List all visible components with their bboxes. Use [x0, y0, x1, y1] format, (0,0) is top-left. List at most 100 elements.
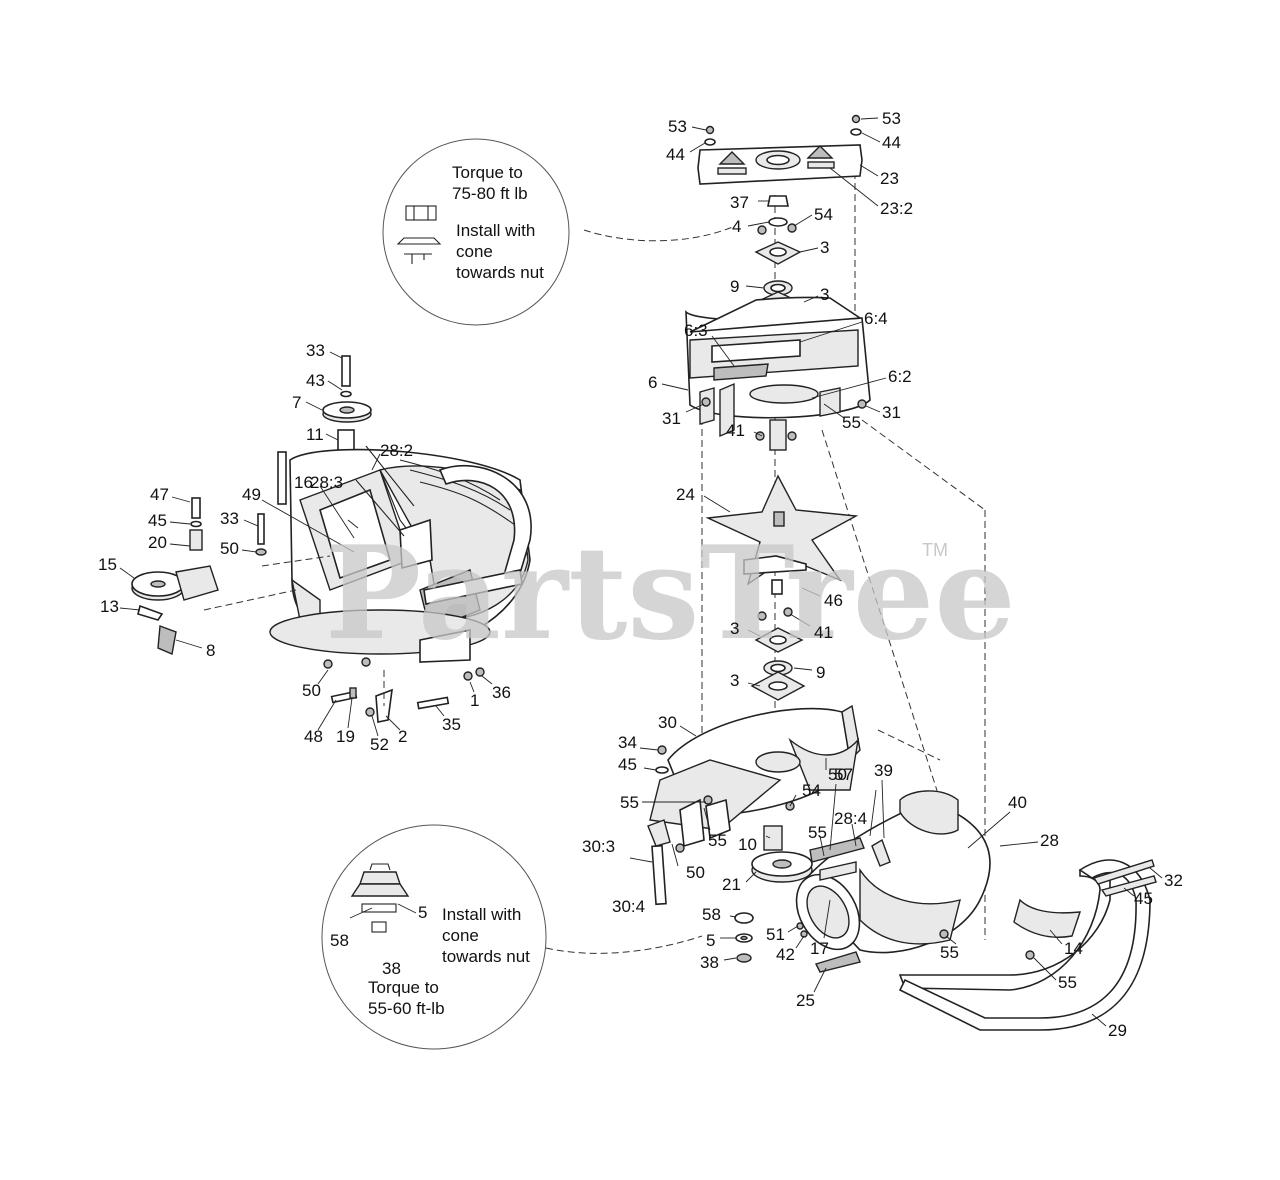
callout-45: 45 — [1134, 889, 1153, 908]
callout-55: 55 — [620, 793, 639, 812]
callout-9: 9 — [816, 663, 825, 682]
right-assembly — [629, 114, 1157, 1031]
callout-31: 31 — [662, 409, 681, 428]
detail-circle-bottom: 5 58 38 Install with cone towards nut To… — [321, 824, 703, 1050]
note-torque-label: Torque to — [452, 163, 523, 182]
note-torque-label: Torque to — [368, 978, 439, 997]
callout-44: 44 — [666, 145, 685, 164]
callout-45: 45 — [618, 755, 637, 774]
callout-50: 50 — [686, 863, 705, 882]
callout-23-2: 23:2 — [880, 199, 913, 218]
note-install-line3: towards nut — [442, 947, 530, 966]
callout-39: 39 — [874, 761, 893, 780]
callout-42: 42 — [776, 945, 795, 964]
callout-41: 41 — [726, 421, 745, 440]
note-install-line2: cone — [456, 242, 493, 261]
callout-50: 50 — [828, 765, 847, 784]
callout-47: 47 — [150, 485, 169, 504]
callout-6-2: 6:2 — [888, 367, 912, 386]
callout-52: 52 — [370, 735, 389, 754]
callout-15: 15 — [98, 555, 117, 574]
callout-54: 54 — [802, 781, 821, 800]
callout-58: 58 — [702, 905, 721, 924]
callout-24: 24 — [676, 485, 695, 504]
callout-33: 33 — [220, 509, 239, 528]
callout-9: 9 — [730, 277, 739, 296]
detail-circle-top: Torque to 75-80 ft lb Install with cone … — [382, 138, 736, 326]
callout-30-4: 30:4 — [612, 897, 645, 916]
washer-icon — [361, 903, 397, 913]
callout-50: 50 — [220, 539, 239, 558]
handle-29 — [898, 867, 1111, 991]
callout-19: 19 — [336, 727, 355, 746]
callout-37: 37 — [730, 193, 749, 212]
callout-55: 55 — [708, 831, 727, 850]
callout-57: 57 — [834, 765, 853, 784]
note-install-line1: Install with — [456, 221, 535, 240]
callout-28-3: 28:3 — [310, 473, 343, 492]
callout-13: 13 — [100, 597, 119, 616]
callout-51: 51 — [766, 925, 785, 944]
callout-33: 33 — [306, 341, 325, 360]
callout-7: 7 — [292, 393, 301, 412]
callout-32: 32 — [1164, 871, 1183, 890]
callout-2: 2 — [398, 727, 407, 746]
callouts: 53 44 53 44 23 23:2 37 4 54 3 9 3 6:3 6:… — [98, 109, 1183, 1040]
callout-55: 55 — [1058, 973, 1077, 992]
callout-3: 3 — [730, 671, 739, 690]
note-torque-value: 75-80 ft lb — [452, 184, 528, 203]
bracket-25 — [815, 951, 861, 973]
watermark-tm: TM — [922, 540, 948, 560]
callout-21: 21 — [722, 875, 741, 894]
detail-bottom-leader — [545, 935, 703, 954]
callout-23: 23 — [880, 169, 899, 188]
callout-41: 41 — [814, 623, 833, 642]
callout-3: 3 — [820, 285, 829, 304]
note-torque-value: 55-60 ft-lb — [368, 999, 445, 1018]
callout-30: 30 — [658, 713, 677, 732]
watermark-brand: PartsTree — [325, 519, 1016, 669]
callout-48: 48 — [304, 727, 323, 746]
note-install-line3: towards nut — [456, 263, 544, 282]
washer-cone-icon — [396, 237, 442, 245]
callout-25: 25 — [796, 991, 815, 1010]
callout-31: 31 — [882, 403, 901, 422]
callout-20: 20 — [148, 533, 167, 552]
callout-16: 16 — [294, 473, 313, 492]
callout-55: 55 — [940, 943, 959, 962]
callout-28-4: 28:4 — [834, 809, 867, 828]
nut-icon — [371, 921, 387, 933]
callout-30-3: 30:3 — [582, 837, 615, 856]
callout-8: 8 — [206, 641, 215, 660]
callout-6-3: 6:3 — [684, 321, 708, 340]
callout-53: 53 — [882, 109, 901, 128]
callout-14: 14 — [1064, 939, 1083, 958]
callout-55: 55 — [808, 823, 827, 842]
callout-40: 40 — [1008, 793, 1027, 812]
callout-45: 45 — [148, 511, 167, 530]
callout-46: 46 — [824, 591, 843, 610]
left-assembly — [131, 355, 532, 723]
callout-6: 6 — [648, 373, 657, 392]
callout-5: 5 — [706, 931, 715, 950]
callout-36: 36 — [492, 683, 511, 702]
callout-49: 49 — [242, 485, 261, 504]
watermark: PartsTree TM — [325, 519, 1016, 669]
callout-29: 29 — [1108, 1021, 1127, 1040]
callout-28-2: 28:2 — [380, 441, 413, 460]
callout-1: 1 — [470, 691, 479, 710]
callout-54: 54 — [814, 205, 833, 224]
callout-6-4: 6:4 — [864, 309, 888, 328]
deflector-14 — [1013, 898, 1082, 938]
callout-10: 10 — [738, 835, 757, 854]
callout-38: 38 — [382, 959, 401, 978]
callout-11: 11 — [306, 425, 324, 444]
pulley-icon — [359, 871, 401, 885]
callout-5: 5 — [418, 903, 427, 922]
note-install-line2: cone — [442, 926, 479, 945]
callout-3: 3 — [820, 238, 829, 257]
callout-35: 35 — [442, 715, 461, 734]
callout-44: 44 — [882, 133, 901, 152]
callout-58: 58 — [330, 931, 349, 950]
